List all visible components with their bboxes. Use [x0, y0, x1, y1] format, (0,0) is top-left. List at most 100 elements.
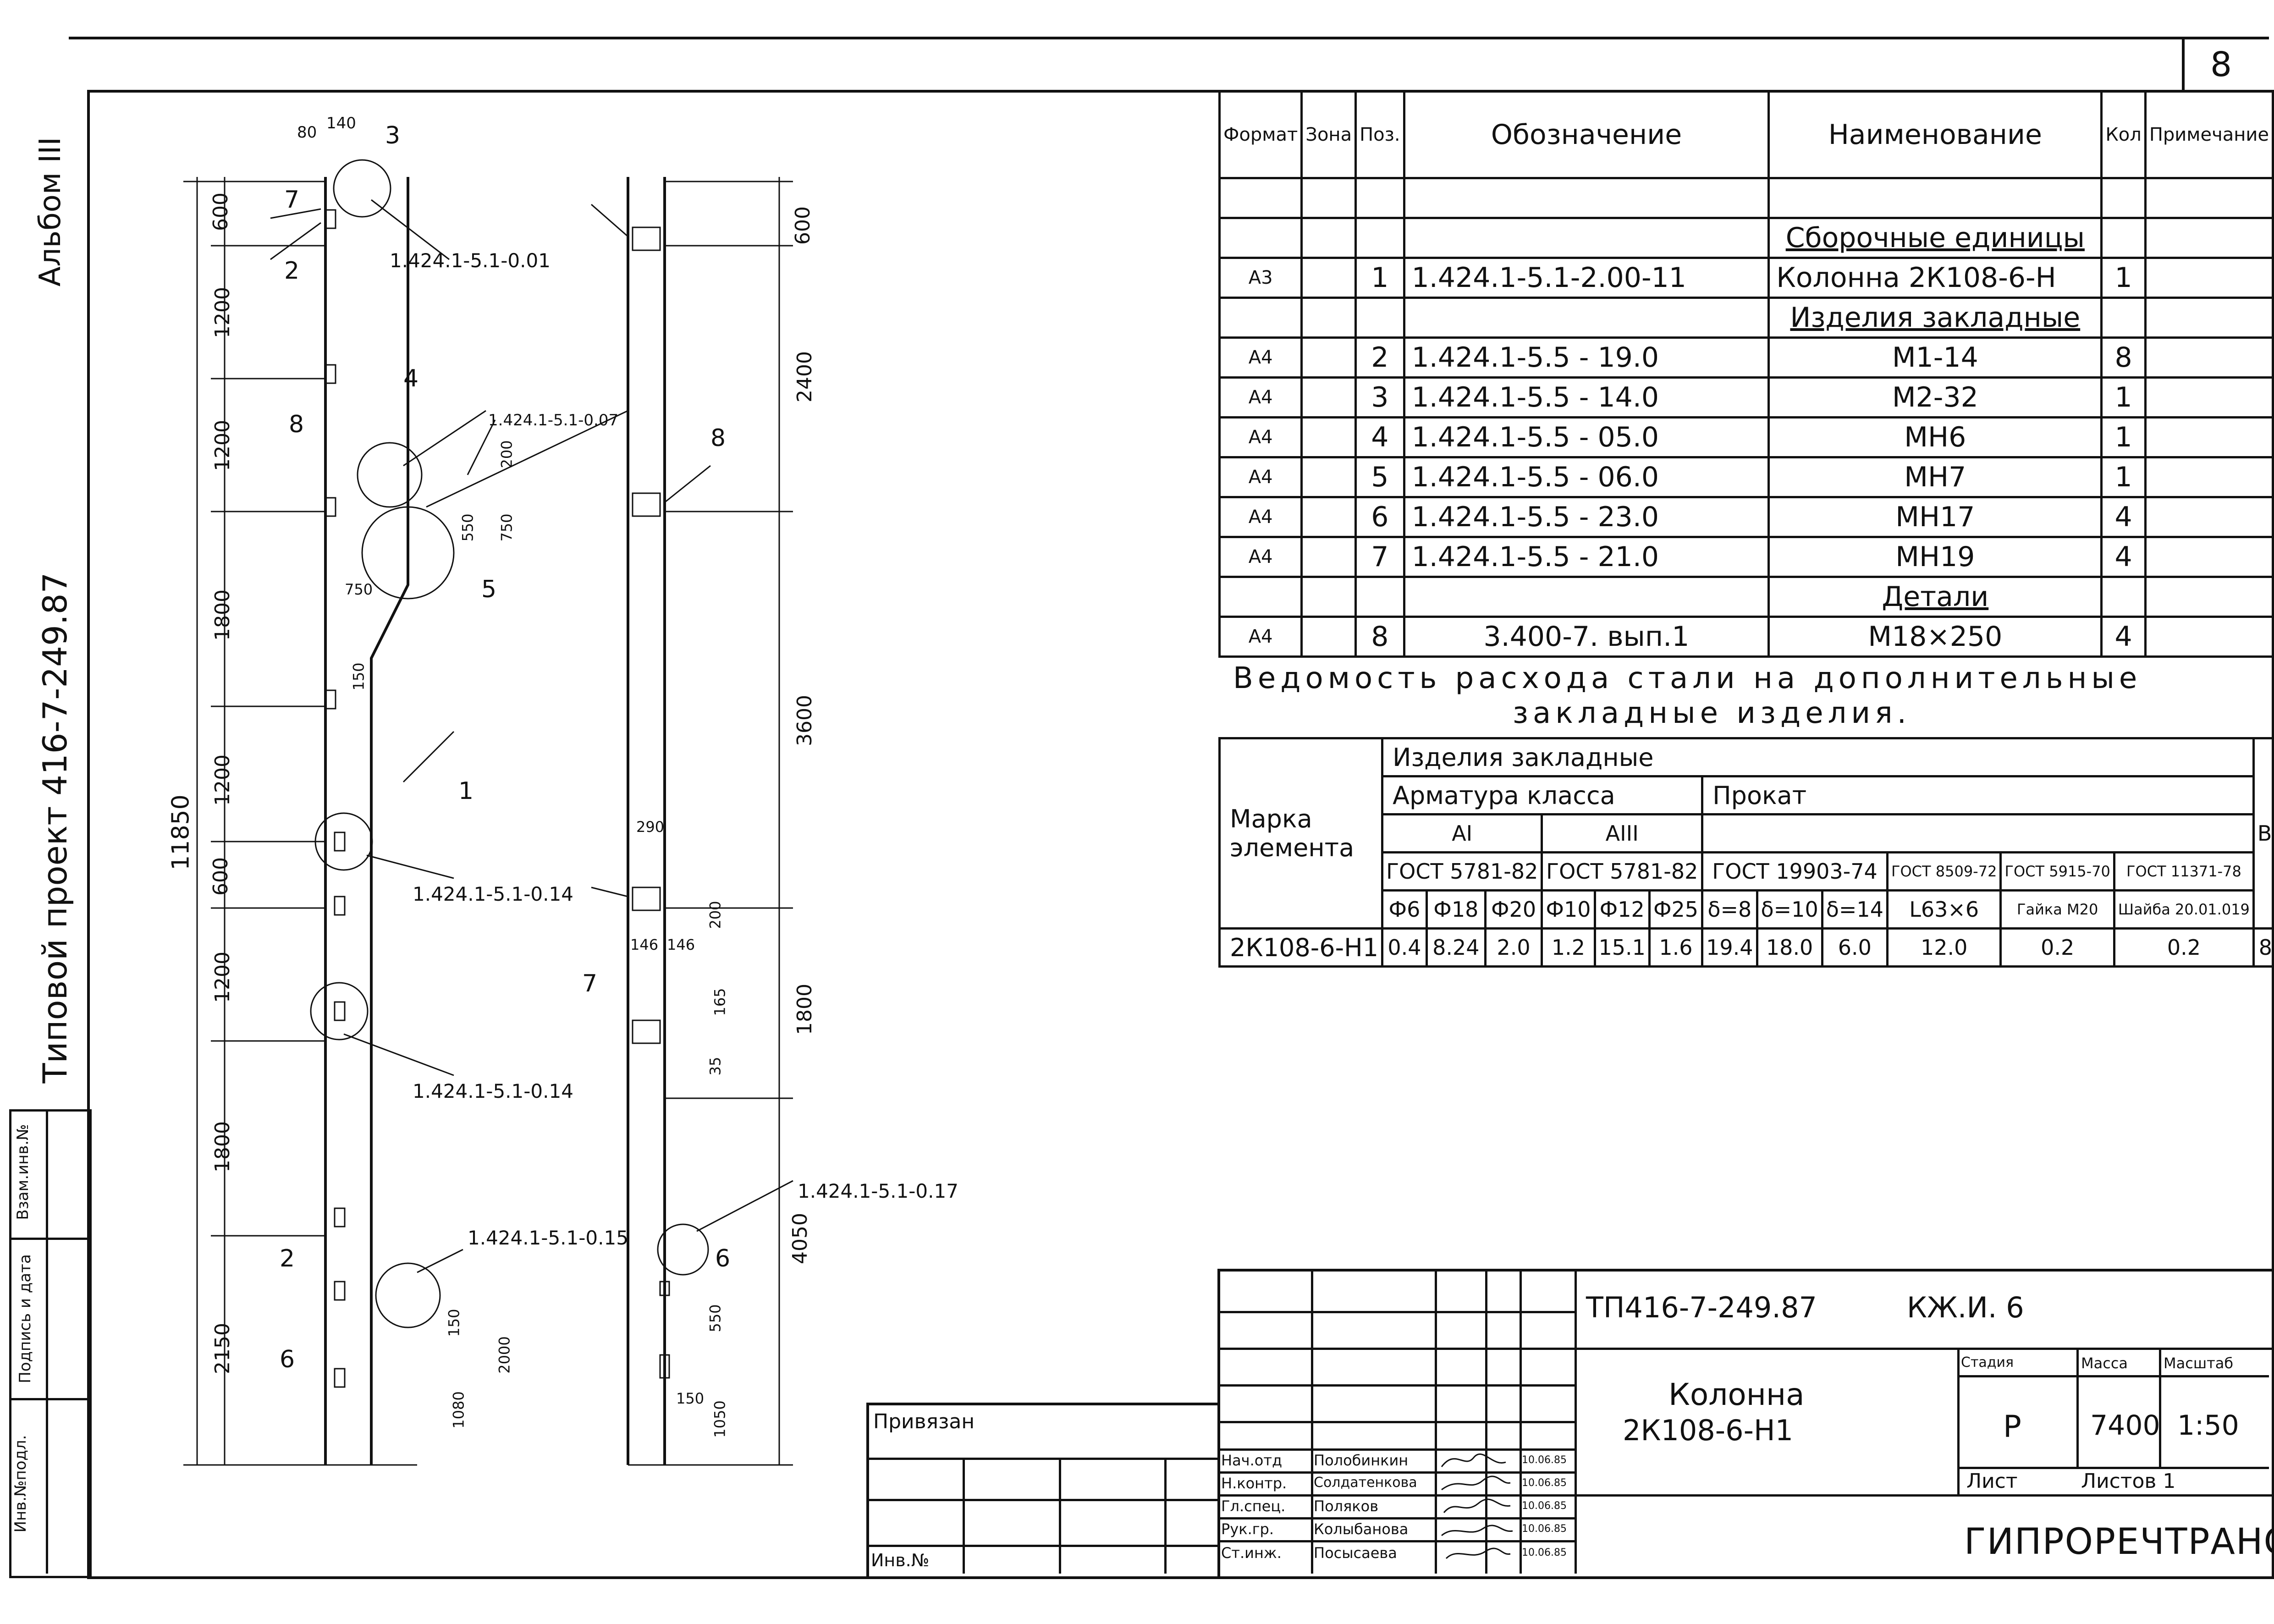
side-project: Типовой проект 416-7-249.87 — [36, 572, 74, 1084]
pos-label-4: 4 — [403, 365, 419, 392]
armatura-header: Арматура класса — [1381, 775, 1704, 815]
mark-header: Марка элемента — [1218, 737, 1384, 930]
pos-label-3: 3 — [385, 122, 401, 149]
bound-label: Привязан — [873, 1410, 975, 1433]
steel-table: Марка элемента Изделия закладные Всего А… — [1218, 737, 2274, 968]
mass-label: Масса — [2081, 1354, 2128, 1372]
gost-washer: ГОСТ 11371-78 — [2113, 851, 2255, 892]
class-a3: АIII — [1541, 813, 1704, 853]
ref-2: 1.424.1-5.1-0.07 — [488, 411, 619, 429]
person-name: Посысаева — [1314, 1544, 1397, 1562]
steel-title-1: Ведомость расхода стали на дополнительны… — [1233, 661, 2142, 695]
dim-left-9: 2150 — [210, 1323, 234, 1374]
row-total: 84.36 — [2252, 927, 2274, 968]
ref-3: 1.424.1-5.1-0.14 — [413, 883, 573, 905]
pos-label-7b: 7 — [582, 970, 598, 997]
dim-total: 11850 — [167, 794, 195, 870]
dim-small-550b: 550 — [706, 1304, 724, 1332]
dim-left-6: 600 — [209, 857, 232, 896]
ref-4: 1.424.1-5.1-0.14 — [413, 1080, 573, 1102]
table-row: Сборочные единицы — [1218, 217, 2274, 259]
page-number: 8 — [2210, 45, 2232, 84]
group-header: Изделия закладные — [1381, 737, 2255, 777]
person-date: 10.06.85 — [1522, 1523, 1567, 1535]
person-date: 10.06.85 — [1522, 1500, 1567, 1512]
stage-value: Р — [2003, 1409, 2021, 1444]
person-name: Солдатенкова — [1314, 1475, 1417, 1491]
dim-right-4: 1800 — [793, 984, 816, 1035]
class-a1: АI — [1381, 813, 1543, 853]
person-name: Полобинкин — [1314, 1452, 1409, 1469]
doc-code: ТП416-7-249.87 — [1586, 1291, 1817, 1324]
dim-right-1: 600 — [791, 206, 815, 245]
dim-small-1080: 1080 — [450, 1391, 468, 1429]
pos-label-5: 5 — [481, 576, 497, 603]
ref-5: 1.424.1-5.1-0.15 — [468, 1227, 628, 1249]
person-role: Ст.инж. — [1221, 1544, 1282, 1562]
scale-label: Масштаб — [2164, 1354, 2234, 1372]
dim-left-7: 1200 — [210, 952, 234, 1003]
title-block — [1217, 1269, 2274, 1579]
gost-nut: ГОСТ 5915-70 — [1999, 851, 2115, 892]
column-drawing — [183, 159, 793, 1466]
pos-label-6a: 6 — [280, 1346, 295, 1373]
section-name: Изделия закладные — [1767, 297, 2103, 339]
person-name: Поляков — [1314, 1497, 1379, 1515]
pos-label-6b: 6 — [715, 1245, 731, 1272]
dim-top-140: 140 — [326, 114, 356, 132]
side-album: Альбом III — [33, 137, 67, 287]
dim-small-200: 200 — [498, 440, 516, 468]
dim-left-3: 1200 — [210, 420, 234, 471]
col-zone: Зона — [1300, 90, 1357, 179]
table-row: 2К108-6-Н1 0.4 8.24 2.0 1.2 15.1 1.6 19.… — [1218, 927, 2274, 968]
sheet-label: Лист — [1966, 1470, 2018, 1493]
pos-label-7a: 7 — [284, 186, 300, 214]
title-line2: 2К108-6-Н1 — [1623, 1414, 1794, 1447]
dim-small-146a: 146 — [630, 936, 659, 953]
title-line1: Колонна — [1668, 1377, 1805, 1412]
person-role: Нач.отд — [1221, 1452, 1283, 1469]
stage-label: Стадия — [1961, 1354, 2014, 1371]
col-designation: Обозначение — [1403, 90, 1770, 179]
col-name: Наименование — [1767, 90, 2103, 179]
gost-a1: ГОСТ 5781-82 — [1381, 851, 1543, 892]
section-name: Сборочные единицы — [1767, 217, 2103, 259]
page-number-box — [2182, 37, 2272, 90]
company-name: ГИПРОРЕЧТРАНС — [1964, 1521, 2274, 1563]
col-format: Формат — [1218, 90, 1303, 179]
dim-top-80: 80 — [297, 123, 317, 142]
stamp-replace: Взам.инв.№ — [14, 1124, 32, 1220]
pos-label-2b: 2 — [280, 1245, 295, 1272]
dim-right-3: 3600 — [793, 695, 816, 746]
person-role: Н.контр. — [1221, 1475, 1287, 1492]
pos-label-8b: 8 — [710, 424, 726, 452]
gost-l: ГОСТ 8509-72 — [1886, 851, 2002, 892]
dim-right-2: 2400 — [793, 351, 816, 402]
side-stamp — [9, 1109, 92, 1578]
signatures — [1441, 1453, 1513, 1559]
prokat-header: Прокат — [1701, 775, 2255, 815]
person-name: Колыбанова — [1314, 1520, 1409, 1538]
scale-value: 1:50 — [2177, 1409, 2239, 1442]
pos-label-1: 1 — [458, 777, 474, 805]
person-role: Рук.гр. — [1221, 1520, 1274, 1538]
dim-small-150: 150 — [350, 662, 368, 691]
dim-small-150b: 150 — [445, 1309, 463, 1337]
dim-small-550: 550 — [459, 513, 477, 542]
stamp-inv: Инв.№подл. — [11, 1435, 30, 1533]
dim-left-1: 600 — [209, 193, 232, 231]
ref-1: 1.424.1-5.1-0.01 — [390, 249, 551, 272]
dim-left-8: 1800 — [210, 1121, 234, 1173]
stamp-sign: Подпись и дата — [16, 1254, 34, 1383]
inv-label: Инв.№ — [871, 1550, 930, 1570]
dim-left-2: 1200 — [210, 287, 234, 338]
dim-small-1050: 1050 — [711, 1400, 729, 1438]
